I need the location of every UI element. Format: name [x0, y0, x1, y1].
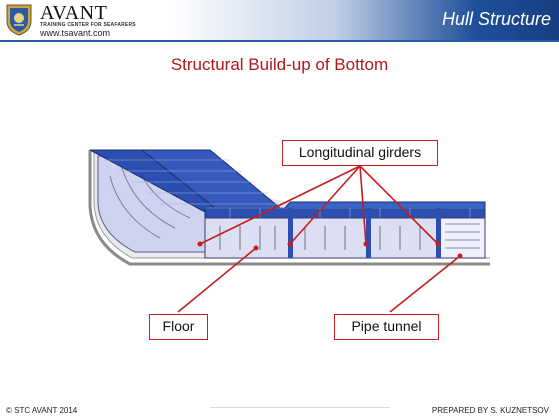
brand-name: AVANT [40, 2, 108, 24]
footer-divider [210, 407, 390, 408]
footer-copyright: © STC AVANT 2014 [6, 406, 78, 415]
section-title: Hull Structure [441, 9, 551, 29]
callout-longitudinal-girders: Longitudinal girders [282, 140, 438, 166]
header-gradient-band [0, 0, 559, 40]
footer-author: PREPARED BY S. KUZNETSOV [431, 406, 549, 415]
website-url: www.tsavant.com [40, 28, 111, 38]
header-divider [0, 40, 559, 42]
callout-pipe-tunnel: Pipe tunnel [334, 314, 439, 340]
shield-crest-icon [4, 3, 34, 36]
callout-floor: Floor [149, 314, 208, 340]
brand-subtitle: TRAINING CENTER FOR SEAFARERS [40, 22, 136, 28]
slide-title: Structural Build-up of Bottom [170, 55, 389, 74]
slide-header: AVANT TRAINING CENTER FOR SEAFARERS www.… [0, 0, 559, 40]
